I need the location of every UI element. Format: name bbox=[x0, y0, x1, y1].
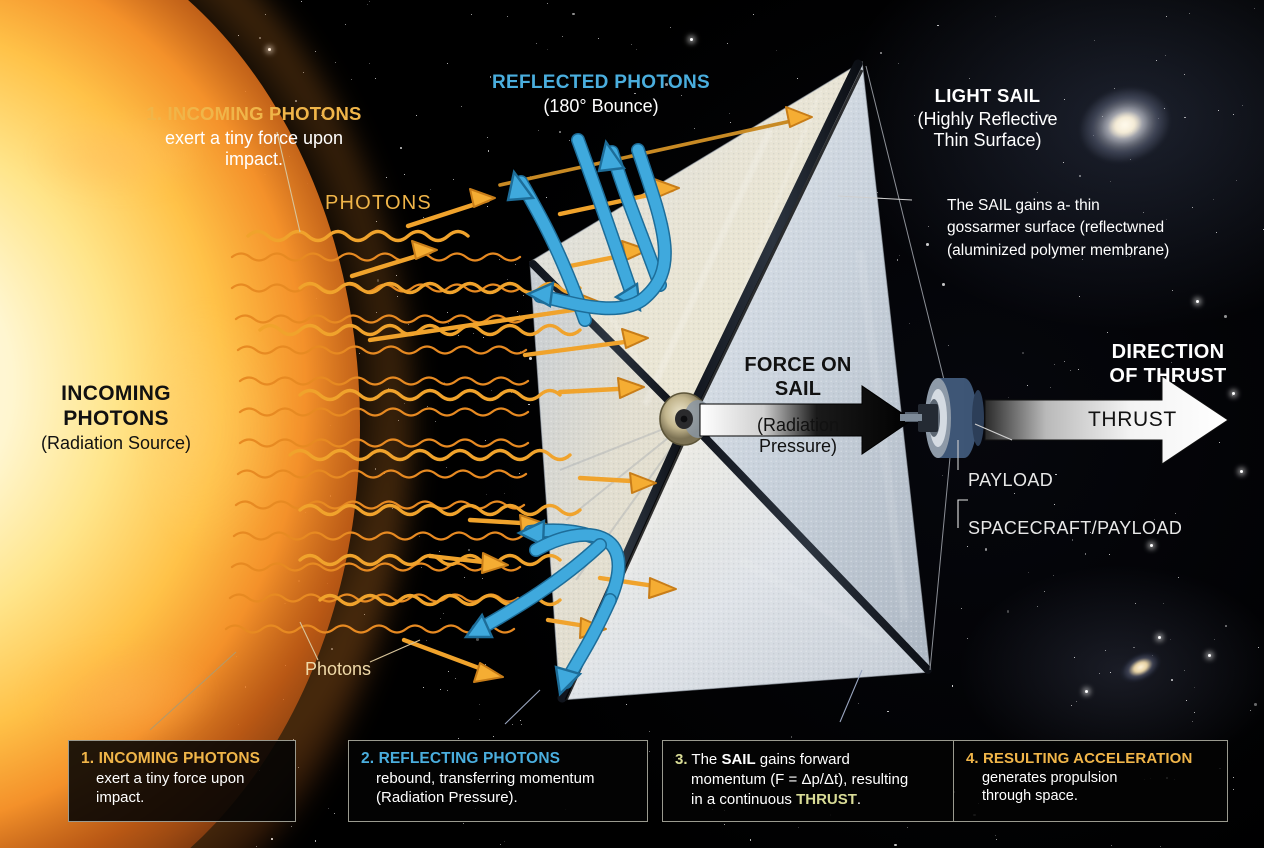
reflected-photon-arcs-lower bbox=[463, 519, 626, 697]
caption-3-line3: in a continuous THRUST. bbox=[675, 790, 941, 810]
sun-label-line2: PHOTONS bbox=[63, 406, 169, 430]
reflected-photons-label: REFLECTED PHOTONS (180° Bounce) bbox=[486, 72, 716, 118]
reflected-photons-head: REFLECTED PHOTONS bbox=[492, 72, 710, 93]
leader-lines bbox=[149, 131, 1013, 731]
photon-waves bbox=[224, 252, 530, 634]
caption-box-1: 1. INCOMING PHOTONS exert a tiny force u… bbox=[68, 740, 296, 822]
caption-box-4: 4. RESULTING ACCELERATION generates prop… bbox=[954, 741, 1227, 821]
reflected-photons-sub: (180° Bounce) bbox=[543, 96, 659, 117]
caption-3-num: 3. bbox=[675, 751, 688, 768]
photons-label-upper: PHOTONS bbox=[325, 192, 432, 214]
force-on-sail-label: FORCE ON SAIL (Radiation Pressure) bbox=[723, 354, 873, 458]
caption-box-3-4: 3. The SAIL gains forward momentum (F = … bbox=[662, 740, 1228, 822]
sail-note: The SAIL gains a- thin gossarmer surface… bbox=[947, 195, 1257, 262]
sun-flare-edge bbox=[150, 300, 290, 560]
reflected-photon-arcs-upper bbox=[506, 133, 672, 327]
caption-4-title: RESULTING ACCELERATION bbox=[982, 750, 1193, 767]
callout-incoming-photons-body2: impact. bbox=[224, 149, 284, 170]
force-on-sail-arrow bbox=[699, 385, 913, 455]
spacecraft-payload-label: SPACECRAFT/PAYLOAD bbox=[968, 518, 1183, 538]
caption-3-bold1: SAIL bbox=[721, 751, 756, 768]
light-sail-head: LIGHT SAIL bbox=[934, 85, 1041, 106]
payload-label: PAYLOAD bbox=[968, 470, 1054, 490]
thrust-arrow-label: THRUST bbox=[1088, 408, 1177, 431]
caption-2-title: REFLECTING PHOTONS bbox=[378, 750, 561, 767]
sail-note-line3: (aluminized polymer membrane) bbox=[947, 241, 1170, 259]
caption-4-num: 4. bbox=[965, 750, 979, 767]
sun-label: INCOMING PHOTONS (Radiation Source) bbox=[10, 382, 222, 454]
light-sail bbox=[529, 61, 931, 701]
light-sail-sub2: Thin Surface) bbox=[933, 130, 1042, 151]
caption-1-title: INCOMING PHOTONS bbox=[98, 750, 261, 767]
spacecraft-payload bbox=[900, 378, 984, 458]
caption-box-2: 2. REFLECTING PHOTONS rebound, transferr… bbox=[348, 740, 648, 822]
caption-3-line2: momentum (F = Δp/Δt), resulting bbox=[691, 770, 909, 788]
callout-incoming-photons: 1. INCOMING PHOTONS exert a tiny force u… bbox=[120, 103, 388, 170]
caption-2-body: rebound, transferring momentum (Radiatio… bbox=[361, 770, 635, 808]
caption-1-num: 1. bbox=[81, 750, 95, 767]
force-on-sail-l2: SAIL bbox=[774, 377, 822, 400]
caption-3-part2: gains forward bbox=[755, 751, 850, 768]
light-sail-label: LIGHT SAIL (Highly Reflective Thin Surfa… bbox=[895, 85, 1080, 151]
sail-note-line2: gossarmer surface (reflectwned bbox=[947, 219, 1165, 237]
caption-3-bold2: THRUST bbox=[796, 790, 857, 808]
callout-incoming-photons-head: 1. INCOMING PHOTONS bbox=[146, 103, 362, 124]
caption-4-line1: generates propulsion bbox=[981, 770, 1118, 786]
sail-note-line1: The SAIL gains a- thin bbox=[947, 197, 1100, 214]
caption-1-body: exert a tiny force upon impact. bbox=[81, 770, 283, 808]
force-on-sail-l3: (Radiation bbox=[756, 415, 840, 436]
caption-2-head: 2. REFLECTING PHOTONS bbox=[361, 750, 635, 768]
direction-of-thrust-l2: OF THRUST bbox=[1109, 364, 1227, 387]
caption-3-line3b: . bbox=[856, 790, 862, 808]
caption-1-body-l1: exert a tiny force upon bbox=[96, 770, 245, 787]
caption-3-text: 3. The SAIL gains forward momentum (F = … bbox=[675, 750, 941, 809]
caption-1-body-l2: impact. bbox=[96, 788, 145, 806]
caption-1-head: 1. INCOMING PHOTONS bbox=[81, 750, 283, 768]
caption-box-3: 3. The SAIL gains forward momentum (F = … bbox=[663, 741, 954, 821]
sun-flare-top bbox=[30, 110, 210, 200]
caption-2-body-l1: rebound, transferring momentum bbox=[376, 770, 595, 787]
thrust-arrow bbox=[984, 375, 1229, 465]
caption-3-line3a: in a continuous bbox=[691, 790, 797, 808]
sun-label-line1: INCOMING bbox=[61, 382, 171, 405]
callout-incoming-photons-body1: exert a tiny force upon bbox=[164, 127, 344, 148]
sun-flare-bottom bbox=[20, 640, 220, 750]
direction-of-thrust-l1: DIRECTION bbox=[1111, 341, 1225, 363]
caption-2-num: 2. bbox=[361, 750, 375, 767]
caption-4-body: generates propulsion through space. bbox=[966, 769, 1215, 805]
force-on-sail-l4: Pressure) bbox=[758, 436, 838, 457]
force-on-sail-l1: FORCE ON bbox=[744, 354, 852, 376]
caption-4-head: 4. RESULTING ACCELERATION bbox=[966, 750, 1215, 767]
photons-label-lower: Photons bbox=[305, 659, 372, 679]
caption-3-part1: The bbox=[691, 751, 722, 768]
light-sail-sub1: (Highly Reflective bbox=[917, 108, 1058, 129]
caption-4-line2: through space. bbox=[981, 788, 1078, 805]
direction-of-thrust-label: DIRECTION OF THRUST bbox=[1073, 341, 1263, 388]
caption-2-body-l2: (Radiation Pressure). bbox=[376, 788, 518, 806]
sun-label-line3: (Radiation Source) bbox=[40, 432, 192, 453]
